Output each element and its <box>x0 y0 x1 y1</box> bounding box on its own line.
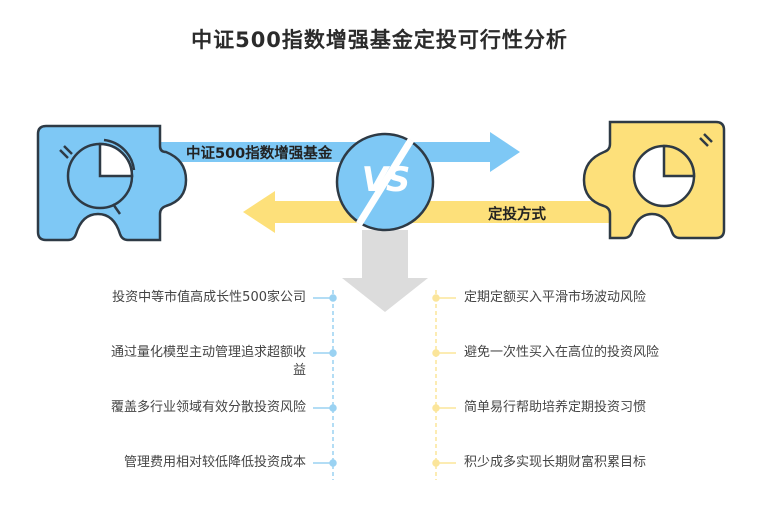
list-item: 避免一次性买入在高位的投资风险 <box>464 345 660 360</box>
list-item: 通过量化模型主动管理追求超额收益 <box>110 345 306 378</box>
fund-label: 中证500指数增强基金 <box>186 146 333 162</box>
pie-chart-icon <box>632 133 713 208</box>
list-item: 覆盖多行业领域有效分散投资风险 <box>110 400 306 415</box>
list-item: 投资中等市值高成长性500家公司 <box>112 290 306 305</box>
list-item: 管理费用相对较低降低投资成本 <box>123 455 306 470</box>
list-item: 积少成多实现长期财富积累目标 <box>464 455 647 470</box>
pie-chart-icon <box>59 138 136 215</box>
down-arrow-icon <box>342 230 428 312</box>
list-item: 简单易行帮助培养定期投资习惯 <box>464 400 647 415</box>
vs-badge-icon <box>335 132 435 232</box>
page-title: 中证500指数增强基金定投可行性分析 <box>191 28 568 52</box>
list-item: 定期定额买入平滑市场波动风险 <box>464 290 647 305</box>
method-label: 定投方式 <box>488 207 546 223</box>
vs-label: VS <box>361 160 411 200</box>
